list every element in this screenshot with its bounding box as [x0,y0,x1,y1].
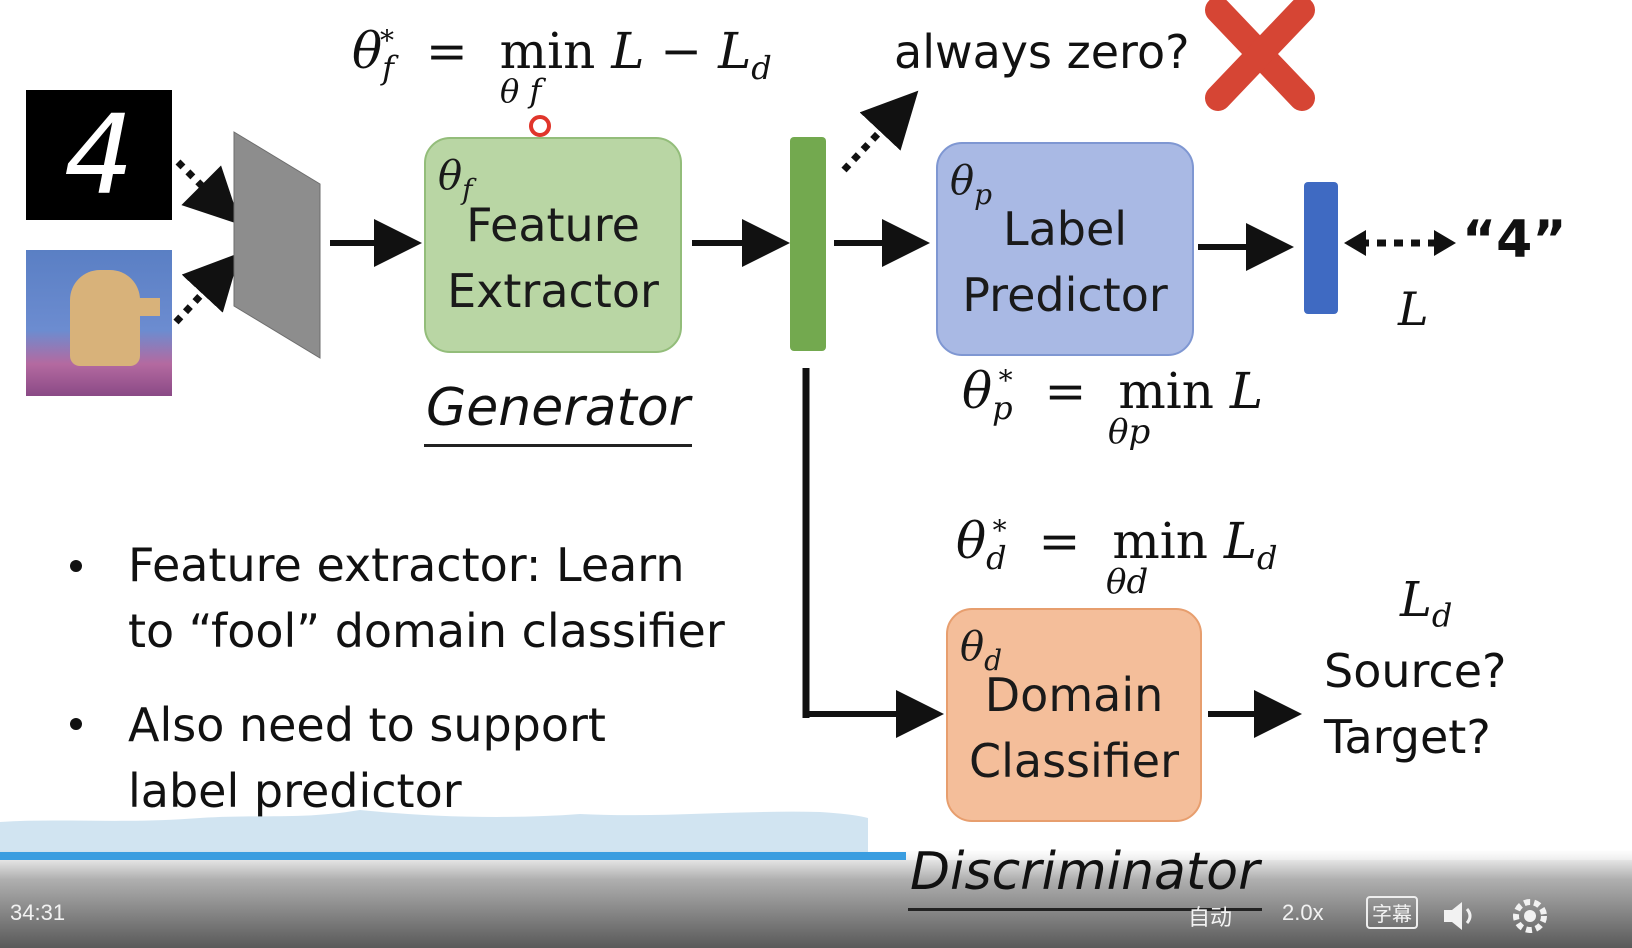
bullet-2: Also need to support label predictor [128,698,606,818]
progress-fill [0,852,906,860]
formula-min: min [1112,512,1208,570]
formula-rhs: L [1223,512,1258,570]
feature-formula: θf* = min L − Ld [352,22,772,87]
label-formula-min-sub: θp [1108,412,1151,452]
formula-theta: θ [352,22,383,80]
cursor-marker [529,115,551,137]
label-formula: θp* = min L [962,362,1263,427]
feature-extractor-block: θf Feature Extractor [424,137,682,353]
discriminator-title: Discriminator [908,842,1262,911]
subtitle-button[interactable]: 字幕 [1366,896,1418,929]
domain-loss: Ld [1400,572,1452,635]
formula-rhs: L [1229,362,1264,420]
mnist-digit: 4 [64,91,134,219]
formula-eq: = [425,22,468,80]
domain-theta: θd [960,614,1002,694]
generator-title: Generator [424,378,693,447]
formula-sup: * [992,514,1007,548]
domain-loss-symbol: L [1400,572,1432,628]
formula-sub: p [992,389,1013,427]
bullet-dot-1 [70,560,82,572]
theta-symbol: θ [438,153,463,199]
formula-rhs-sub: d [1257,539,1278,577]
bullet-1: Feature extractor: Learn to “fool” domai… [128,538,725,658]
formula-min: min [499,22,596,80]
progress-track[interactable] [0,852,1632,860]
target-input-image [26,250,172,396]
feature-extractor-label: Feature Extractor [447,198,659,318]
label-predictor-block: θp Label Predictor [936,142,1194,356]
domain-formula: θd* = min Ld [956,512,1278,577]
formula-min: min [1118,362,1214,420]
player-control-bar [0,850,1632,948]
formula-rhs: L − L [611,22,752,80]
feature-theta: θf [438,143,472,223]
loss-label: L [1398,282,1429,336]
always-zero-text: always zero? [894,25,1190,79]
cross-icon [1205,0,1315,111]
formula-sup: * [379,24,394,58]
domain-question: Source? Target? [1324,644,1507,764]
formula-theta: θ [962,362,993,420]
output-label: “4” [1462,210,1567,270]
mnist-input-image: 4 [26,90,172,220]
settings-icon[interactable] [1508,894,1552,938]
theta-sub: p [974,178,993,211]
formula-sub: d [986,539,1007,577]
theta-symbol: θ [960,624,985,670]
time-display: 34:31 [10,900,66,925]
feature-formula-min-sub: θ f [500,72,542,110]
formula-sup: * [998,364,1013,398]
formula-sub: f [382,49,394,87]
theta-symbol: θ [950,158,975,204]
speed-button[interactable]: 2.0x [1282,900,1324,925]
formula-rhs-sub: d [751,49,772,87]
domain-formula-min-sub: θd [1106,562,1149,602]
formula-eq: = [1038,512,1081,570]
label-theta: θp [950,148,992,228]
bullet-dot-2 [70,718,82,730]
label-predictor-label: Label Predictor [962,202,1168,322]
domain-classifier-block: θd Domain Classifier [946,608,1202,822]
formula-theta: θ [956,512,987,570]
quality-button[interactable]: 自动 [1188,905,1233,930]
theta-sub: d [984,644,1003,677]
audio-waveform [0,810,868,856]
volume-icon[interactable] [1440,896,1480,936]
formula-eq: = [1044,362,1087,420]
domain-classifier-label: Domain Classifier [969,668,1179,788]
theta-sub: f [462,173,473,206]
domain-loss-sub: d [1431,596,1453,635]
